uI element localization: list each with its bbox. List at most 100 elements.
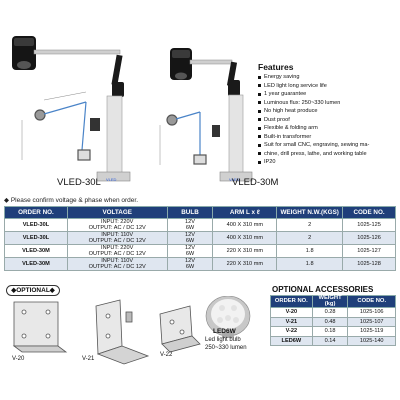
order-cell: V-21: [270, 316, 313, 327]
bulb-voltage: 12V: [185, 232, 195, 238]
vled-30m-lamp-image: VLED: [170, 48, 253, 182]
led-desc-line: Led light bulb: [205, 337, 241, 343]
table-row: V-20 0.28 1025-106: [270, 307, 396, 318]
spec-table-header: ORDER NO. VOLTAGE BULB ARM L x ℓ WEIGHT …: [4, 206, 396, 219]
voltage-input: INPUT: 220V: [101, 245, 134, 251]
feature-item: IP20: [258, 158, 400, 167]
vled-30l-dimension-diagram: [21, 91, 91, 161]
bracket-label-v22: V-22: [160, 352, 173, 358]
features-list: Features Energy saving LED light long se…: [258, 62, 400, 167]
bullet-icon: ◆: [4, 197, 9, 204]
order-cell: VLED-30M: [4, 257, 68, 271]
model-label-vled-30l: VLED-30L: [57, 177, 101, 188]
order-cell: VLED-30L: [4, 218, 68, 232]
optional-illustrations: [12, 296, 251, 365]
bracket-label-v21: V-21: [82, 356, 95, 362]
order-cell: LED6W: [270, 335, 313, 346]
bracket-label-v20: V-20: [12, 356, 25, 362]
vled-30l-bracket-image: [90, 118, 100, 131]
feature-item: Built-in transformer: [258, 133, 400, 142]
weight-cell: 1.8: [276, 257, 344, 271]
bracket-v21-image: [95, 299, 150, 365]
product-illustration: VLED VLED: [12, 36, 253, 182]
col-header: WEIGHT N.W.(KGS): [276, 206, 344, 219]
model-label-vled-30m: VLED-30M: [232, 177, 279, 188]
feature-item: Suit for small CNC, engraving, sewing ma…: [258, 141, 400, 150]
code-cell: 1025-119: [347, 326, 396, 337]
voltage-output: OUTPUT: AC / DC 12V: [88, 238, 146, 244]
bullet-icon: ◆: [49, 287, 55, 294]
bulb-wattage: 6W: [185, 225, 195, 231]
order-note-text: Please confirm voltage & phase when orde…: [10, 197, 138, 204]
led-desc-line: 250~330 lumen: [205, 344, 247, 351]
svg-text:VLED: VLED: [106, 177, 117, 182]
weight-cell: 2: [276, 218, 344, 232]
accessories-header: ORDER NO. WEIGHT (kg) CODE NO.: [270, 295, 396, 308]
arm-cell: 400 X 310 mm: [212, 231, 278, 245]
arm-cell: 220 X 310 mm: [212, 257, 278, 271]
bulb-wattage: 6W: [185, 251, 195, 257]
optional-badge: ◆OPTIONAL◆: [6, 285, 60, 296]
weight-cell: 0.14: [311, 335, 349, 346]
led-bulb-description: Led light bulb 250~330 lumen: [205, 337, 275, 352]
table-row: V-22 0.18 1025-119: [270, 326, 396, 337]
feature-item: Dust proof: [258, 116, 400, 125]
feature-item: No high heat produce: [258, 107, 400, 116]
voltage-output: OUTPUT: AC / DC 12V: [88, 251, 146, 257]
bulb-wattage: 6W: [185, 238, 195, 244]
bulb-voltage: 12V: [185, 258, 195, 264]
weight-cell: 0.18: [311, 326, 349, 337]
accessories-table: ORDER NO. WEIGHT (kg) CODE NO. V-20 0.28…: [270, 295, 396, 346]
accessories-title: OPTIONAL ACCESSORIES: [272, 285, 374, 294]
code-cell: 1025-126: [342, 231, 396, 245]
bracket-v22-image: [159, 305, 201, 353]
code-cell: 1025-140: [347, 335, 396, 346]
table-row: V-21 0.48 1025-107: [270, 316, 396, 327]
feature-item: LED light long service life: [258, 82, 400, 91]
order-note: ◆ Please confirm voltage & phase when or…: [4, 196, 138, 204]
col-header: ORDER NO.: [270, 295, 313, 308]
code-cell: 1025-125: [342, 218, 396, 232]
bulb-wattage: 6W: [185, 264, 195, 270]
order-cell: VLED-30L: [4, 231, 68, 245]
feature-item-continued: chine, drill press, lathe, and working t…: [258, 150, 400, 159]
vled-30m-bracket-image: [212, 125, 220, 137]
col-header: CODE NO.: [347, 295, 396, 308]
bulb-voltage: 12V: [185, 219, 195, 225]
feature-item: 1 year guarantee: [258, 90, 400, 99]
code-cell: 1025-106: [347, 307, 396, 318]
col-header: WEIGHT (kg): [311, 295, 349, 308]
col-header: ORDER NO.: [4, 206, 68, 219]
arm-cell: 400 X 310 mm: [212, 218, 278, 232]
weight-cell: 2: [276, 231, 344, 245]
weight-cell: 1.8: [276, 244, 344, 258]
spec-table: ORDER NO. VOLTAGE BULB ARM L x ℓ WEIGHT …: [4, 206, 396, 271]
order-cell: V-22: [270, 326, 313, 337]
bullet-icon: ◆: [11, 287, 17, 294]
code-cell: 1025-127: [342, 244, 396, 258]
feature-item: Flexible & folding arm: [258, 124, 400, 133]
svg-text:VLED: VLED: [229, 177, 240, 182]
bulb-voltage: 12V: [185, 245, 195, 251]
feature-item: Energy saving: [258, 73, 400, 82]
col-header: VOLTAGE: [66, 206, 168, 219]
voltage-input: INPUT: 220V: [101, 219, 134, 225]
optional-badge-text: OPTIONAL: [16, 287, 50, 294]
voltage-input: INPUT: 110V: [101, 258, 134, 264]
feature-item: Luminous flux: 250~330 lumen: [258, 99, 400, 108]
col-header: ARM L x ℓ: [212, 206, 278, 219]
vled-30m-dimension-diagram: [159, 111, 207, 165]
order-cell: VLED-30M: [4, 244, 68, 258]
col-header: CODE NO.: [342, 206, 396, 219]
col-header: BULB: [166, 206, 214, 219]
